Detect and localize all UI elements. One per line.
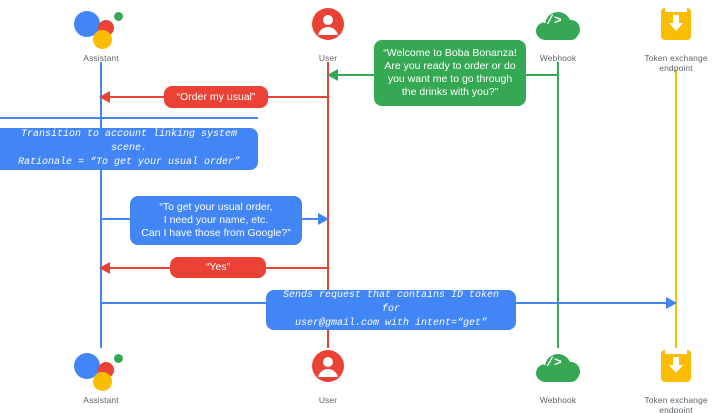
actor-assistant-bottom: Assistant [41,348,161,405]
actor-label-user: User [318,53,338,63]
google-assistant-icon [71,6,131,50]
actor-label-user: User [318,395,338,405]
cloud-base [540,28,578,40]
download-box-icon [646,6,706,50]
message-bubble-welcome: “Welcome to Boba Bonanza! Are you ready … [374,40,526,106]
google-assistant-icon [71,348,131,392]
token-box-notch [665,350,687,354]
arrow-head-order-my-usual [99,91,110,103]
cloud-shape [536,12,580,40]
message-bubble-ask-for-name: “To get your usual order, I need your na… [130,196,302,245]
user-head-shape [323,357,333,367]
user-avatar-icon [298,348,358,392]
download-arrow-head [669,23,683,31]
assistant-dot-yellow [93,30,112,49]
message-bubble-yes: “Yes” [170,257,266,278]
message-note-sends-request: Sends request that contains ID token for… [266,290,516,330]
actor-token-endpoint-bottom: Token exchange endpoint [616,348,725,413]
actor-webhook-bottom: </> Webhook [498,348,618,405]
actor-token-endpoint-top: Token exchange endpoint [616,6,725,73]
actor-label-webhook: Webhook [539,395,577,405]
actor-webhook-top: </> Webhook [498,6,618,63]
lifeline-assistant [100,62,102,348]
code-brackets-glyph: </> [538,355,562,370]
actor-assistant-top: Assistant [41,6,161,63]
user-avatar-icon [298,6,358,50]
cloud-base [540,370,578,382]
user-body-shape [318,369,338,377]
assistant-dot-yellow [93,372,112,391]
assistant-dot-green [114,354,123,363]
user-body-shape [318,27,338,35]
download-arrow-stem [673,15,679,25]
arrow-line-transition-note [0,117,258,119]
lifeline-token-endpoint [675,70,677,348]
cloud-shape [536,354,580,382]
lifeline-user [327,62,329,348]
actor-label-assistant: Assistant [83,395,119,405]
actor-user-bottom: User [268,348,388,405]
download-box-icon [646,348,706,392]
actor-user-top: User [268,6,388,63]
actor-label-webhook: Webhook [539,53,577,63]
arrow-head-sends-request [666,297,677,309]
cloud-code-icon: </> [528,348,588,392]
message-bubble-order-my-usual: “Order my usual” [164,86,268,108]
token-box-notch [665,8,687,12]
actor-label-token-endpoint: Token exchange endpoint [644,395,708,413]
message-note-transition: Transition to account linking system sce… [0,128,258,170]
assistant-dot-green [114,12,123,21]
download-arrow-head [669,365,683,373]
arrow-head-ask-for-name [318,213,329,225]
code-brackets-glyph: </> [538,13,562,28]
arrow-head-welcome [327,69,338,81]
actor-label-assistant: Assistant [83,53,119,63]
arrow-head-yes [99,262,110,274]
lifeline-webhook [557,62,559,348]
user-head-shape [323,15,333,25]
download-arrow-stem [673,357,679,367]
actor-label-token-endpoint: Token exchange endpoint [644,53,708,73]
cloud-code-icon: </> [528,6,588,50]
